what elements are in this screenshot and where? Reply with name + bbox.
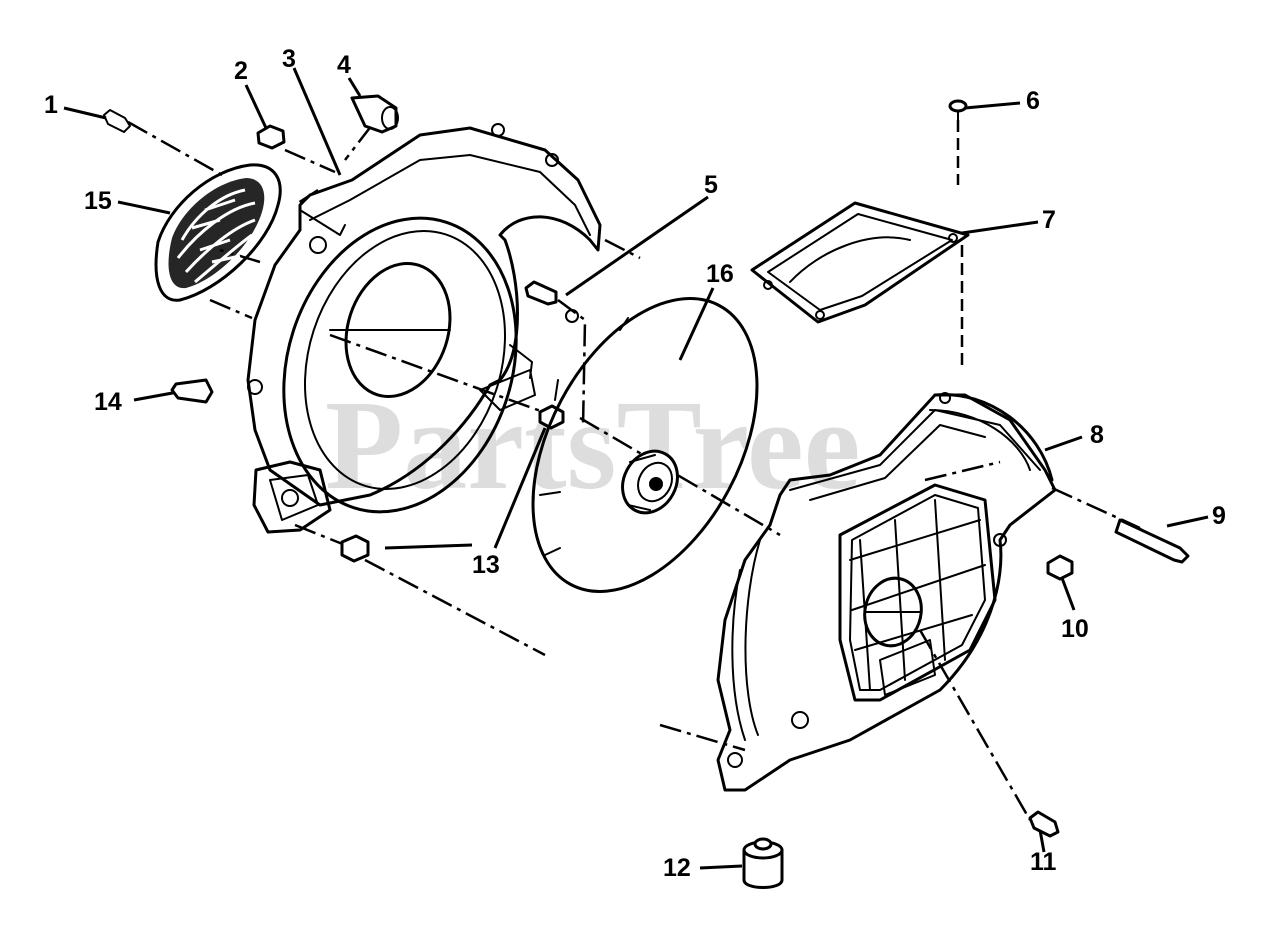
callout-3: 3 bbox=[282, 45, 296, 73]
callout-labels: 1 2 3 4 5 6 7 8 9 10 11 12 13 14 15 16 bbox=[44, 45, 1226, 882]
part-5-bolt bbox=[524, 280, 579, 323]
callout-13: 13 bbox=[472, 551, 500, 579]
part-3-blower-housing bbox=[246, 123, 602, 534]
callout-9: 9 bbox=[1212, 502, 1226, 530]
callout-5: 5 bbox=[704, 171, 718, 199]
part-15-filter-grille bbox=[154, 163, 282, 302]
callout-10: 10 bbox=[1061, 615, 1089, 643]
callout-6: 6 bbox=[1026, 87, 1040, 115]
part-9-long-bolt bbox=[1114, 518, 1190, 564]
part-12-spacer bbox=[742, 837, 784, 889]
part-14-clip bbox=[170, 378, 214, 404]
part-10-nut bbox=[1046, 554, 1074, 581]
callout-15: 15 bbox=[84, 187, 112, 215]
parts-tree-watermark: PartsTree bbox=[325, 374, 860, 516]
callout-16: 16 bbox=[706, 260, 734, 288]
callout-8: 8 bbox=[1090, 421, 1104, 449]
part-6-screw bbox=[948, 99, 968, 121]
callout-2: 2 bbox=[234, 57, 248, 85]
part-1-screw bbox=[103, 109, 131, 133]
callout-12: 12 bbox=[663, 854, 691, 882]
part-4-boot bbox=[350, 94, 399, 134]
part-16-fan-disc bbox=[531, 297, 759, 593]
leader-lines bbox=[63, 67, 1209, 870]
part-13-nut-lower bbox=[340, 534, 370, 563]
callout-4: 4 bbox=[337, 51, 351, 79]
part-11-screw bbox=[1028, 810, 1060, 838]
callout-7: 7 bbox=[1042, 206, 1056, 234]
callout-14: 14 bbox=[94, 388, 122, 416]
callout-11: 11 bbox=[1030, 848, 1057, 876]
part-2-nut bbox=[256, 124, 286, 150]
part-8-back-plate bbox=[716, 392, 1057, 792]
callout-1: 1 bbox=[44, 91, 58, 119]
part-7-gasket bbox=[750, 201, 970, 324]
